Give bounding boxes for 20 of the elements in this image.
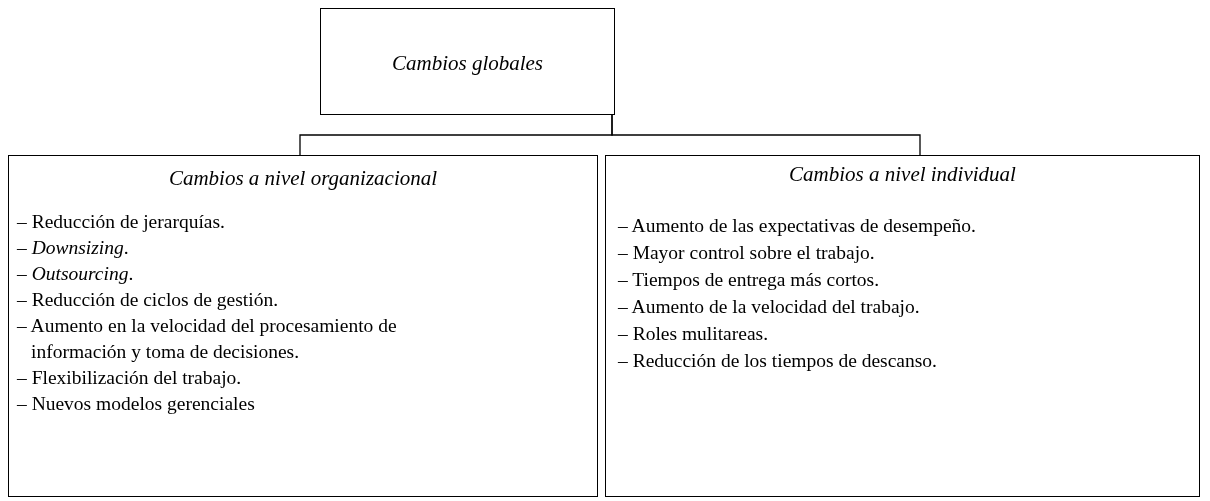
list-item: – Mayor control sobre el trabajo. bbox=[618, 241, 875, 265]
list-item: – Nuevos modelos gerenciales bbox=[17, 392, 255, 416]
list-item: – Reducción de jerarquías. bbox=[17, 210, 225, 234]
list-item: – Flexibilización del trabajo. bbox=[17, 366, 242, 390]
list-item: – Aumento de las expectativas de desempeño. bbox=[618, 214, 976, 238]
box-heading: Cambios a nivel organizacional bbox=[167, 166, 439, 191]
list-item: – Outsourcing. bbox=[17, 262, 134, 286]
connector-line bbox=[611, 114, 921, 156]
list-item: – Reducción de los tiempos de descanso. bbox=[618, 349, 937, 373]
list-item: – Aumento en la velocidad del procesamiento de información y toma de decisiones. bbox=[17, 314, 398, 364]
box-heading: Cambios globales bbox=[390, 51, 545, 76]
list-item: – Reducción de ciclos de gestión. bbox=[17, 288, 278, 312]
box-heading: Cambios a nivel individual bbox=[788, 162, 1017, 187]
list-item: – Downsizing. bbox=[17, 236, 129, 260]
list-item: – Roles mulitareas. bbox=[618, 322, 768, 346]
text-box bbox=[320, 8, 615, 115]
list-item: – Tiempos de entrega más cortos. bbox=[618, 268, 880, 292]
text-box bbox=[605, 155, 1200, 497]
list-item: – Aumento de la velocidad del trabajo. bbox=[618, 295, 920, 319]
text-box bbox=[8, 155, 598, 497]
